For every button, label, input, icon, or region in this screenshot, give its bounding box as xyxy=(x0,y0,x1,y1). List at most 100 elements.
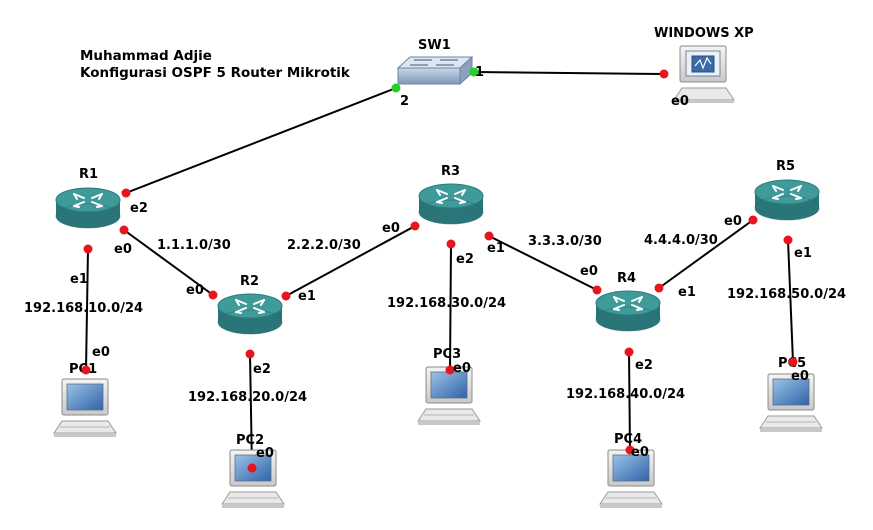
port-up-indicator xyxy=(391,83,401,93)
port-indicator xyxy=(446,239,456,249)
computer-icon xyxy=(221,449,285,509)
links xyxy=(85,71,794,469)
port-label-sw1-2: 2 xyxy=(400,94,409,109)
port-label-r2-e2: e2 xyxy=(253,362,271,377)
port-label-r5-e0: e0 xyxy=(724,214,742,229)
link-r2-r3 xyxy=(285,225,416,297)
port-label-r4-e2: e2 xyxy=(635,358,653,373)
pc-pc5[interactable]: PC5 xyxy=(759,356,823,433)
port-label-r2-e1: e1 xyxy=(298,289,316,304)
router-icon xyxy=(418,183,484,225)
network-label-lan5: 192.168.50.0/24 xyxy=(727,287,846,302)
port-indicator xyxy=(119,225,129,235)
port-indicator xyxy=(783,235,793,245)
link-r3-pc3 xyxy=(449,243,452,371)
port-label-pc5-e0: e0 xyxy=(791,369,809,384)
link-r5-pc5 xyxy=(787,239,794,363)
port-indicator xyxy=(625,445,635,455)
device-label-pc4: PC4 xyxy=(614,432,642,447)
diagram-subtitle: Konfigurasi OSPF 5 Router Mikrotik xyxy=(80,65,351,81)
router-r5[interactable]: R5 xyxy=(754,159,820,221)
port-label-pc1-e0: e0 xyxy=(92,345,110,360)
network-label-lan1: 192.168.10.0/24 xyxy=(24,301,143,316)
monitor-icon xyxy=(673,45,735,103)
router-icon xyxy=(595,290,661,332)
network-label-lan4: 192.168.40.0/24 xyxy=(566,387,685,402)
network-label-r1-r2: 1.1.1.0/30 xyxy=(157,238,231,253)
device-label-r5: R5 xyxy=(776,159,795,174)
port-indicator xyxy=(624,347,634,357)
port-labels: 1 2 e0 e2 e0 e1 e0 e1 e2 e0 e1 e2 e0 e1 … xyxy=(70,65,812,461)
port-label-r5-e1: e1 xyxy=(794,246,812,261)
port-indicator xyxy=(208,290,218,300)
port-label-r4-e0: e0 xyxy=(580,264,598,279)
author-label: Muhammad Adjie xyxy=(80,48,212,64)
link-r4-r5 xyxy=(658,219,754,289)
device-label-r3: R3 xyxy=(441,164,460,179)
port-label-r1-e2: e2 xyxy=(130,201,148,216)
port-indicators xyxy=(81,67,798,473)
link-r1-r2 xyxy=(123,229,214,296)
pc-pc3[interactable]: PC3 xyxy=(417,347,481,426)
link-sw1-r1 xyxy=(125,87,397,194)
router-r2[interactable]: R2 xyxy=(217,274,283,335)
workstation-windows-xp[interactable]: WINDOWS XP xyxy=(654,26,754,103)
link-sw1-winxp xyxy=(473,71,665,75)
link-r4-pc4 xyxy=(628,351,631,451)
router-r1[interactable]: R1 xyxy=(55,167,121,229)
port-label-r4-e1: e1 xyxy=(678,285,696,300)
link-r2-pc2 xyxy=(249,353,253,469)
router-icon xyxy=(55,187,121,229)
computer-icon xyxy=(53,378,117,438)
network-label-r4-r5: 4.4.4.0/30 xyxy=(644,233,718,248)
port-indicator xyxy=(81,365,91,375)
port-label-r3-e2: e2 xyxy=(456,252,474,267)
port-label-pc4-e0: e0 xyxy=(631,445,649,460)
port-indicator xyxy=(788,357,798,367)
network-label-lan3: 192.168.30.0/24 xyxy=(387,296,506,311)
port-up-indicator xyxy=(469,67,479,77)
link-r1-pc1 xyxy=(85,248,89,371)
device-label-pc3: PC3 xyxy=(433,347,461,362)
router-icon xyxy=(754,179,820,221)
network-labels: 1.1.1.0/30 2.2.2.0/30 3.3.3.0/30 4.4.4.0… xyxy=(24,233,846,405)
port-label-r1-e0: e0 xyxy=(114,242,132,257)
port-indicator xyxy=(121,188,131,198)
device-label-sw1: SW1 xyxy=(418,38,451,53)
network-label-lan2: 192.168.20.0/24 xyxy=(188,390,307,405)
device-label-r1: R1 xyxy=(79,167,98,182)
network-label-r2-r3: 2.2.2.0/30 xyxy=(287,238,361,253)
network-label-r3-r4: 3.3.3.0/30 xyxy=(528,234,602,249)
router-icon xyxy=(217,293,283,335)
device-label-pc2: PC2 xyxy=(236,433,264,448)
device-label-r2: R2 xyxy=(240,274,259,289)
device-label-winxp: WINDOWS XP xyxy=(654,26,754,41)
port-indicator xyxy=(748,215,758,225)
pc-pc2[interactable]: PC2 xyxy=(221,433,285,509)
port-label-r3-e1: e1 xyxy=(487,241,505,256)
switch-icon xyxy=(396,55,474,86)
port-indicator xyxy=(592,285,602,295)
port-indicator xyxy=(281,291,291,301)
device-label-r4: R4 xyxy=(617,271,636,286)
port-label-sw1-1: 1 xyxy=(475,65,484,80)
port-label-winxp-e0: e0 xyxy=(671,94,689,109)
router-r3[interactable]: R3 xyxy=(418,164,484,225)
router-r4[interactable]: R4 xyxy=(595,271,661,332)
port-indicator xyxy=(410,221,420,231)
port-indicator xyxy=(83,244,93,254)
port-indicator xyxy=(245,349,255,359)
port-indicator xyxy=(659,69,669,79)
port-label-pc3-e0: e0 xyxy=(453,361,471,376)
port-indicator xyxy=(484,231,494,241)
port-label-r2-e0: e0 xyxy=(186,283,204,298)
port-label-r1-e1: e1 xyxy=(70,272,88,287)
port-label-pc2-e0: e0 xyxy=(256,446,274,461)
pc-pc4[interactable]: PC4 xyxy=(599,432,663,509)
switch-sw1[interactable]: SW1 xyxy=(396,38,474,86)
port-indicator xyxy=(247,463,257,473)
port-label-r3-e0: e0 xyxy=(382,221,400,236)
port-indicator xyxy=(654,283,664,293)
port-indicator xyxy=(445,365,455,375)
